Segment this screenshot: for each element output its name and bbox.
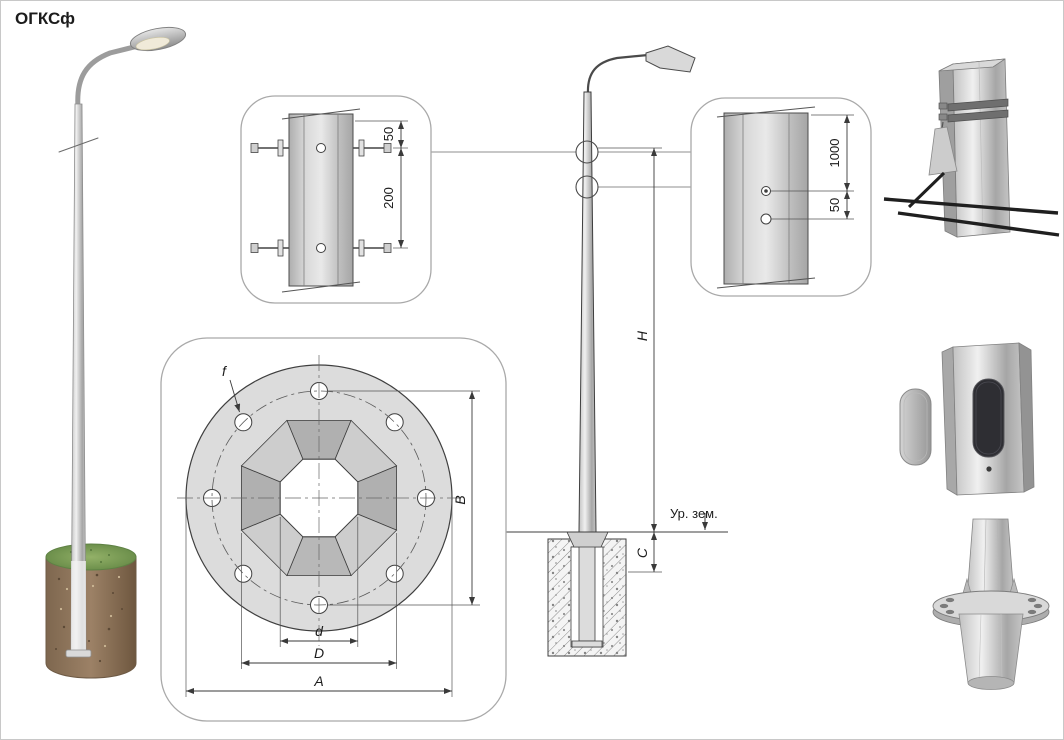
embed-dimension: C	[628, 532, 662, 573]
dim-A: A	[313, 673, 323, 689]
facet-edge	[978, 613, 982, 684]
dimension-lines	[771, 114, 854, 220]
break-mark-bottom	[281, 281, 361, 293]
embedded-pole	[578, 531, 596, 642]
detail-marker-upper	[575, 140, 599, 164]
embedded-pole-flange	[571, 640, 603, 648]
door-opening	[972, 378, 1005, 458]
door-cover	[899, 388, 932, 466]
sleeve-bottom	[967, 676, 1015, 690]
band-bolt	[938, 102, 948, 110]
dim-50-top: 50	[381, 127, 396, 141]
screw-hole	[986, 466, 992, 472]
pole-3d-base-flange	[65, 649, 92, 658]
door-cover-edge	[903, 392, 928, 462]
door-opening-edge	[975, 381, 1002, 455]
elevation-luminaire	[645, 45, 696, 73]
facet-edge	[996, 518, 1001, 599]
cable-lower	[897, 211, 1060, 237]
dim-B: B	[452, 495, 468, 504]
pole-3d-embedded-sleeve	[71, 561, 86, 651]
mount-hole	[316, 243, 326, 253]
bolt-circle-centerline	[211, 390, 427, 606]
hole-detail-callout: 1000 50	[598, 97, 872, 297]
flange-plan-callout: f B d D A	[160, 337, 507, 722]
facet-edge	[1000, 613, 1003, 684]
clamp-detail-callout: 50 200	[240, 95, 576, 304]
dim-d: d	[315, 623, 324, 639]
pole-top-cap	[938, 58, 1006, 72]
foundation-3d-grass-top	[45, 543, 137, 571]
drawing-title: ОГКСф	[15, 9, 75, 28]
bolt-assembly	[250, 139, 392, 257]
band-clamp-lower	[947, 109, 1009, 123]
dim-f: f	[222, 363, 228, 379]
detail-marker-lower	[575, 175, 599, 199]
dim-1000: 1000	[827, 139, 842, 168]
pin-dot	[764, 189, 768, 193]
facet-edge	[983, 518, 987, 599]
mount-hole	[316, 143, 326, 153]
elevation-arm	[586, 53, 649, 95]
break-mark-top	[716, 106, 816, 118]
foundation-3d-body	[45, 556, 137, 679]
pole-elevation: Ур. зем. H C	[506, 45, 728, 657]
pole-3d-render	[45, 26, 187, 679]
ground-collar	[566, 531, 609, 548]
pole-3d-arm	[75, 42, 145, 110]
flange-3d-detail	[932, 518, 1050, 690]
dim-200: 200	[381, 187, 396, 209]
gusset-ring	[240, 419, 398, 577]
band-clamp-upper	[947, 98, 1009, 112]
dim-C: C	[634, 547, 650, 558]
ground-level-label: Ур. зем.	[670, 506, 718, 521]
elevation-pole-shaft	[578, 91, 597, 533]
dim-A-group: A	[185, 500, 453, 697]
pole-section-column	[723, 112, 809, 285]
cable-clamp-3d-detail	[883, 58, 1060, 238]
dim-D: D	[314, 645, 324, 661]
centerlines	[177, 355, 461, 646]
pole-3d-break-mark	[58, 137, 99, 153]
wedge-clamp-cone	[928, 126, 958, 176]
dim-50-offset: 50	[827, 198, 842, 212]
bolt-hole	[760, 213, 772, 225]
break-mark-top	[281, 108, 361, 120]
break-mark-bottom	[716, 277, 816, 289]
pole-front-face	[952, 58, 1011, 238]
pole-section-column	[288, 113, 354, 287]
dim-D-group: D	[241, 533, 397, 669]
luminaire-3d	[129, 26, 187, 52]
dimension-lines	[355, 120, 408, 249]
cable-upper	[883, 197, 1059, 215]
pole-stub	[966, 518, 1015, 599]
height-dimension: H	[598, 147, 662, 532]
dim-B-group: B	[328, 390, 480, 606]
pole-right-bevel	[1018, 342, 1035, 493]
band-bolt	[938, 113, 948, 121]
foundation-sleeve-3d	[958, 613, 1024, 684]
grass-texture-dots	[70, 549, 110, 563]
dim-H: H	[634, 330, 650, 341]
dim-d-group: d	[279, 517, 359, 647]
access-door-3d-detail	[899, 342, 1035, 496]
hole-f-leader: f	[222, 363, 241, 413]
